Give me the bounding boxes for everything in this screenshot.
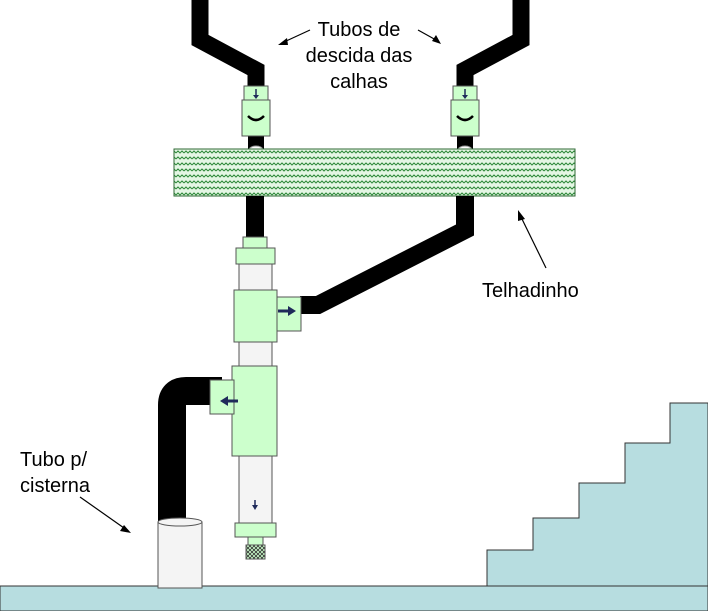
- roof-slab: [173, 148, 576, 197]
- ground: [0, 585, 708, 611]
- downpipe-arrow-right: [417, 29, 441, 44]
- stairs: [486, 402, 708, 587]
- right-pipe-below-roof: [300, 196, 474, 314]
- flow-down-icon: [253, 89, 259, 99]
- cistern-pipe-label-line-2: cisterna: [20, 475, 91, 497]
- cistern-arrow: [79, 496, 131, 533]
- cistern-pipe-label: Tubo p/ cisterna: [20, 447, 90, 499]
- clear-pipe-middle: [238, 341, 273, 367]
- right-top-coupling: [450, 85, 480, 137]
- left-pipe-below-roof: [246, 196, 264, 240]
- downpipes-label-line-3: calhas: [330, 71, 388, 93]
- cistern-pipe-rim: [157, 517, 203, 527]
- upper-tee: [233, 289, 302, 343]
- cistern-pipe: [158, 377, 222, 525]
- downpipes-label: Tubos de descida das calhas: [290, 17, 428, 95]
- right-downpipe: [456, 0, 530, 92]
- clear-pipe-lower: [238, 455, 273, 525]
- downpipe-arrow-left: [278, 29, 311, 45]
- screen-filter-icon: [245, 544, 266, 560]
- roof-arrow: [518, 210, 547, 269]
- top-collar: [235, 247, 276, 265]
- bottom-neck: [247, 536, 264, 546]
- flow-down-icon: [252, 500, 258, 510]
- lower-tee: [209, 365, 278, 457]
- flow-down-icon: [462, 89, 468, 99]
- roof-label: Telhadinho: [482, 280, 579, 302]
- cistern-pipe-label-line-1: Tubo p/: [20, 449, 88, 471]
- left-top-coupling: [241, 85, 271, 137]
- cistern-pipe-sleeve: [157, 521, 203, 589]
- clear-pipe-upper: [238, 263, 273, 291]
- flow-right-icon: [278, 306, 296, 316]
- flow-left-icon: [220, 396, 238, 406]
- downpipes-label-line-2: descida das: [305, 45, 413, 67]
- top-cap: [242, 236, 268, 250]
- left-downpipe: [191, 0, 265, 92]
- bottom-collar: [234, 522, 277, 538]
- downpipes-label-line-1: Tubos de: [317, 19, 401, 41]
